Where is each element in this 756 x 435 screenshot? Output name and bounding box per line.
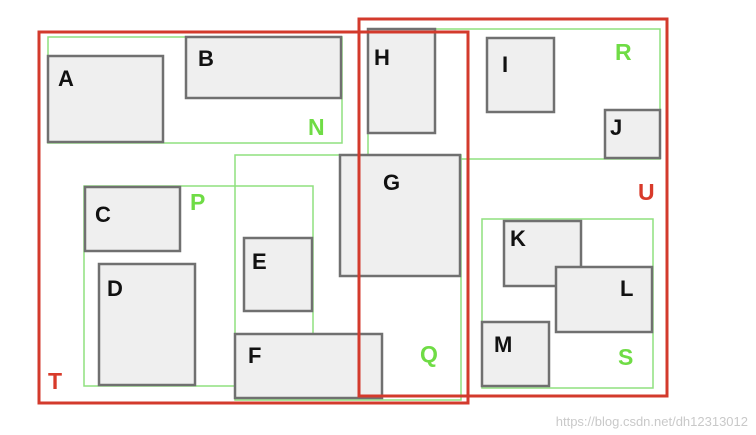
group-s-label: S <box>618 344 633 370</box>
group-n-label: N <box>308 114 325 140</box>
box-m-label: M <box>494 332 512 357</box>
box-i-label: I <box>502 52 508 77</box>
box-b-label: B <box>198 46 214 71</box>
box-c-label: C <box>95 202 111 227</box>
box-a <box>46 54 165 144</box>
group-box-u <box>357 17 669 398</box>
box-h <box>366 27 437 135</box>
group-q-label: Q <box>420 341 438 367</box>
box-d-label: D <box>107 276 123 301</box>
box-e-label: E <box>252 249 267 274</box>
group-r-label: R <box>615 39 632 65</box>
box-h-label: H <box>374 45 390 70</box>
box-j-label: J <box>610 115 622 140</box>
box-m <box>480 320 551 388</box>
box-k <box>502 219 583 288</box>
box-i <box>485 36 556 114</box>
watermark: https://blog.csdn.net/dh12313012 <box>555 414 748 429</box>
box-j <box>603 108 662 160</box>
box-l <box>554 265 654 334</box>
group-t-label: T <box>48 368 62 394</box>
box-l-label: L <box>620 276 633 301</box>
box-f-label: F <box>248 343 261 368</box>
group-p-label: P <box>190 189 205 215</box>
group-u-label: U <box>638 179 655 205</box>
box-e <box>242 236 314 313</box>
box-k-label: K <box>510 226 526 251</box>
box-d <box>97 262 197 387</box>
box-c <box>83 185 182 253</box>
box-b <box>184 35 343 100</box>
box-a-label: A <box>58 66 74 91</box>
box-g-label: G <box>383 170 400 195</box>
group-box-t <box>37 30 470 405</box>
